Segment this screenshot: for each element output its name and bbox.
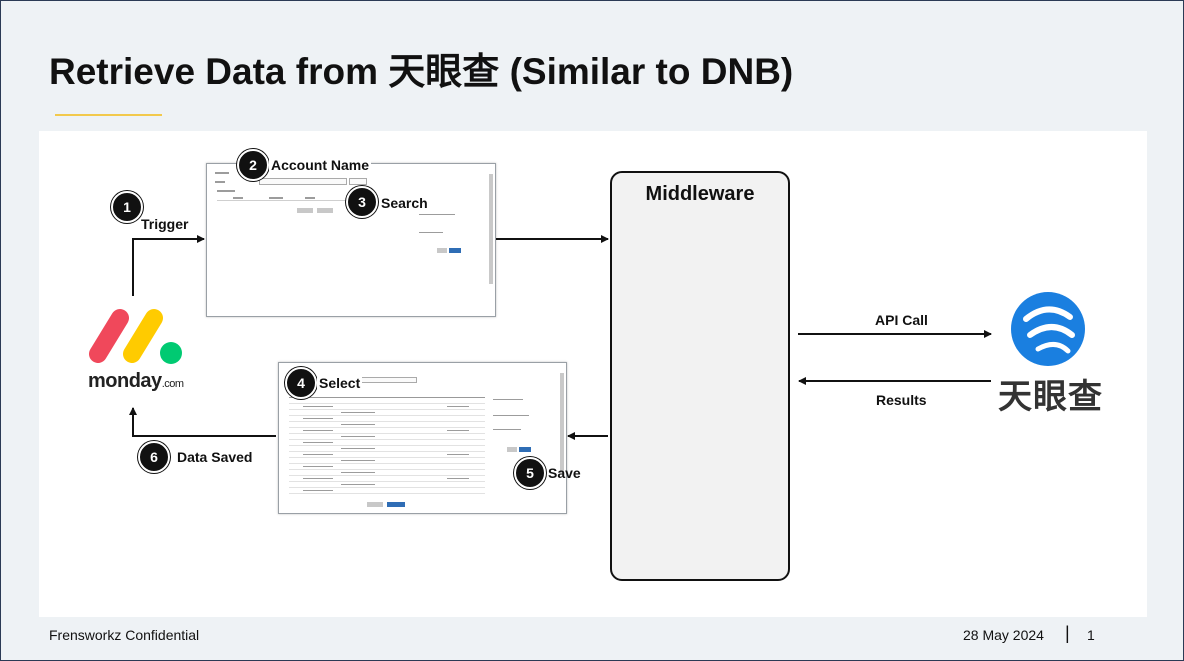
footer-page-number: 1 bbox=[1087, 627, 1095, 643]
middleware-title: Middleware bbox=[645, 183, 755, 205]
tianyancha-logo-icon bbox=[1011, 292, 1085, 366]
api-call-label: API Call bbox=[875, 312, 928, 328]
step-4-label: Select bbox=[317, 375, 363, 391]
monday-logo-text: monday.com bbox=[88, 370, 184, 392]
step-1-badge: 1 bbox=[111, 191, 143, 223]
title-underline bbox=[55, 114, 162, 116]
footer-confidential: Frensworkz Confidential bbox=[49, 627, 200, 643]
step-5-label: Save bbox=[548, 465, 581, 481]
step-6-label: Data Saved bbox=[177, 449, 253, 465]
step-3-label: Search bbox=[379, 195, 430, 211]
footer-date: 28 May 2024 bbox=[963, 627, 1044, 643]
middleware-box: Middleware bbox=[610, 171, 790, 581]
footer-separator: | bbox=[1065, 623, 1070, 643]
results-label: Results bbox=[876, 392, 927, 408]
data-saved-arrow bbox=[129, 407, 276, 437]
trigger-arrow bbox=[132, 235, 205, 296]
step-4-badge: 4 bbox=[285, 367, 317, 399]
step-5-badge: 5 bbox=[514, 457, 546, 489]
step-2-label: Account Name bbox=[269, 157, 372, 173]
search-form-screenshot bbox=[206, 163, 496, 317]
monday-logo-icon bbox=[89, 309, 182, 364]
step-1-label: Trigger bbox=[141, 216, 189, 232]
step-2-badge: 2 bbox=[237, 149, 269, 181]
step-6-badge: 6 bbox=[138, 441, 170, 473]
tianyancha-logo-text: 天眼查 bbox=[998, 377, 1103, 417]
slide-title: Retrieve Data from 天眼查 (Similar to DNB) bbox=[49, 51, 794, 92]
step-3-badge: 3 bbox=[346, 186, 378, 218]
